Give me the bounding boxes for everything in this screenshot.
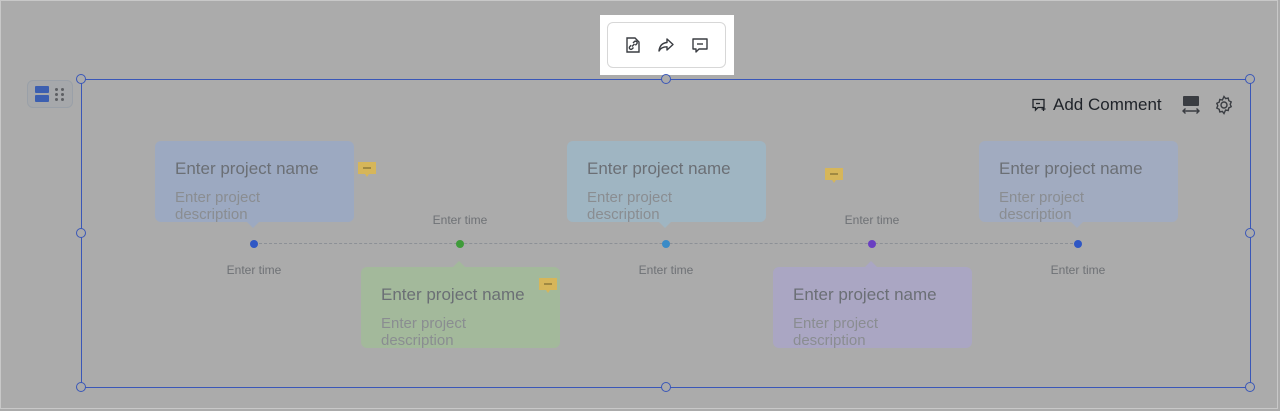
add-comment-icon — [1032, 98, 1046, 112]
card-project-description[interactable]: Enter project description — [587, 189, 673, 223]
expand-width-button[interactable] — [1180, 94, 1202, 116]
block-handle[interactable] — [27, 80, 73, 108]
drag-handle-icon[interactable] — [55, 87, 64, 101]
timeline-dot-4 — [868, 240, 876, 248]
comment-icon — [692, 38, 708, 53]
comment-marker[interactable] — [824, 167, 844, 185]
card-project-description[interactable]: Enter project description — [381, 315, 467, 349]
resize-handle-left[interactable] — [76, 228, 86, 238]
card-time[interactable]: Enter time — [638, 263, 694, 277]
card-project-name[interactable]: Enter project name — [999, 159, 1143, 178]
card-project-description[interactable]: Enter project description — [175, 189, 261, 223]
card-time[interactable]: Enter time — [1050, 263, 1106, 277]
settings-button[interactable] — [1213, 94, 1235, 116]
card-project-name[interactable]: Enter project name — [793, 285, 937, 304]
card-project-description[interactable]: Enter project description — [793, 315, 879, 349]
share-icon — [658, 38, 675, 52]
comment-button[interactable] — [687, 32, 713, 58]
timeline-card-3[interactable]: Enter project name Enter project descrip… — [567, 141, 766, 228]
card-time[interactable]: Enter time — [844, 213, 900, 227]
copy-link-button[interactable] — [620, 32, 646, 58]
share-button[interactable] — [653, 32, 679, 58]
resize-handle-bottom[interactable] — [661, 382, 671, 392]
card-project-name[interactable]: Enter project name — [381, 285, 525, 304]
comment-marker[interactable] — [538, 277, 558, 295]
add-comment-label: Add Comment — [1053, 95, 1162, 114]
resize-handle-top-left[interactable] — [76, 74, 86, 84]
timeline-card-2[interactable]: Enter project name Enter project descrip… — [361, 261, 560, 349]
card-project-description[interactable]: Enter project description — [999, 189, 1085, 223]
resize-handle-top-right[interactable] — [1245, 74, 1255, 84]
timeline-card-1[interactable]: Enter project name Enter project descrip… — [155, 141, 354, 228]
resize-handle-bottom-right[interactable] — [1245, 382, 1255, 392]
selection-box — [81, 79, 1251, 388]
timeline-dot-2 — [456, 240, 464, 248]
add-comment-button[interactable]: Add Comment — [1031, 94, 1162, 116]
expand-width-icon — [1182, 96, 1200, 114]
resize-handle-top[interactable] — [661, 74, 671, 84]
card-time[interactable]: Enter time — [226, 263, 282, 277]
layout-icon — [35, 86, 49, 102]
card-time[interactable]: Enter time — [432, 213, 488, 227]
link-icon — [626, 37, 640, 53]
comment-bubble-icon — [358, 162, 376, 177]
comment-bubble-icon — [825, 168, 843, 183]
card-project-name[interactable]: Enter project name — [175, 159, 319, 178]
resize-handle-right[interactable] — [1245, 228, 1255, 238]
timeline-card-5[interactable]: Enter project name Enter project descrip… — [979, 141, 1178, 228]
resize-handle-bottom-left[interactable] — [76, 382, 86, 392]
comment-bubble-icon — [539, 278, 557, 293]
block-toolbar — [607, 22, 726, 68]
comment-marker[interactable] — [357, 161, 377, 179]
timeline-dot-3 — [662, 240, 670, 248]
timeline-card-4[interactable]: Enter project name Enter project descrip… — [773, 261, 972, 349]
gear-icon — [1215, 95, 1233, 115]
timeline-dot-1 — [250, 240, 258, 248]
timeline-dot-5 — [1074, 240, 1082, 248]
card-project-name[interactable]: Enter project name — [587, 159, 731, 178]
